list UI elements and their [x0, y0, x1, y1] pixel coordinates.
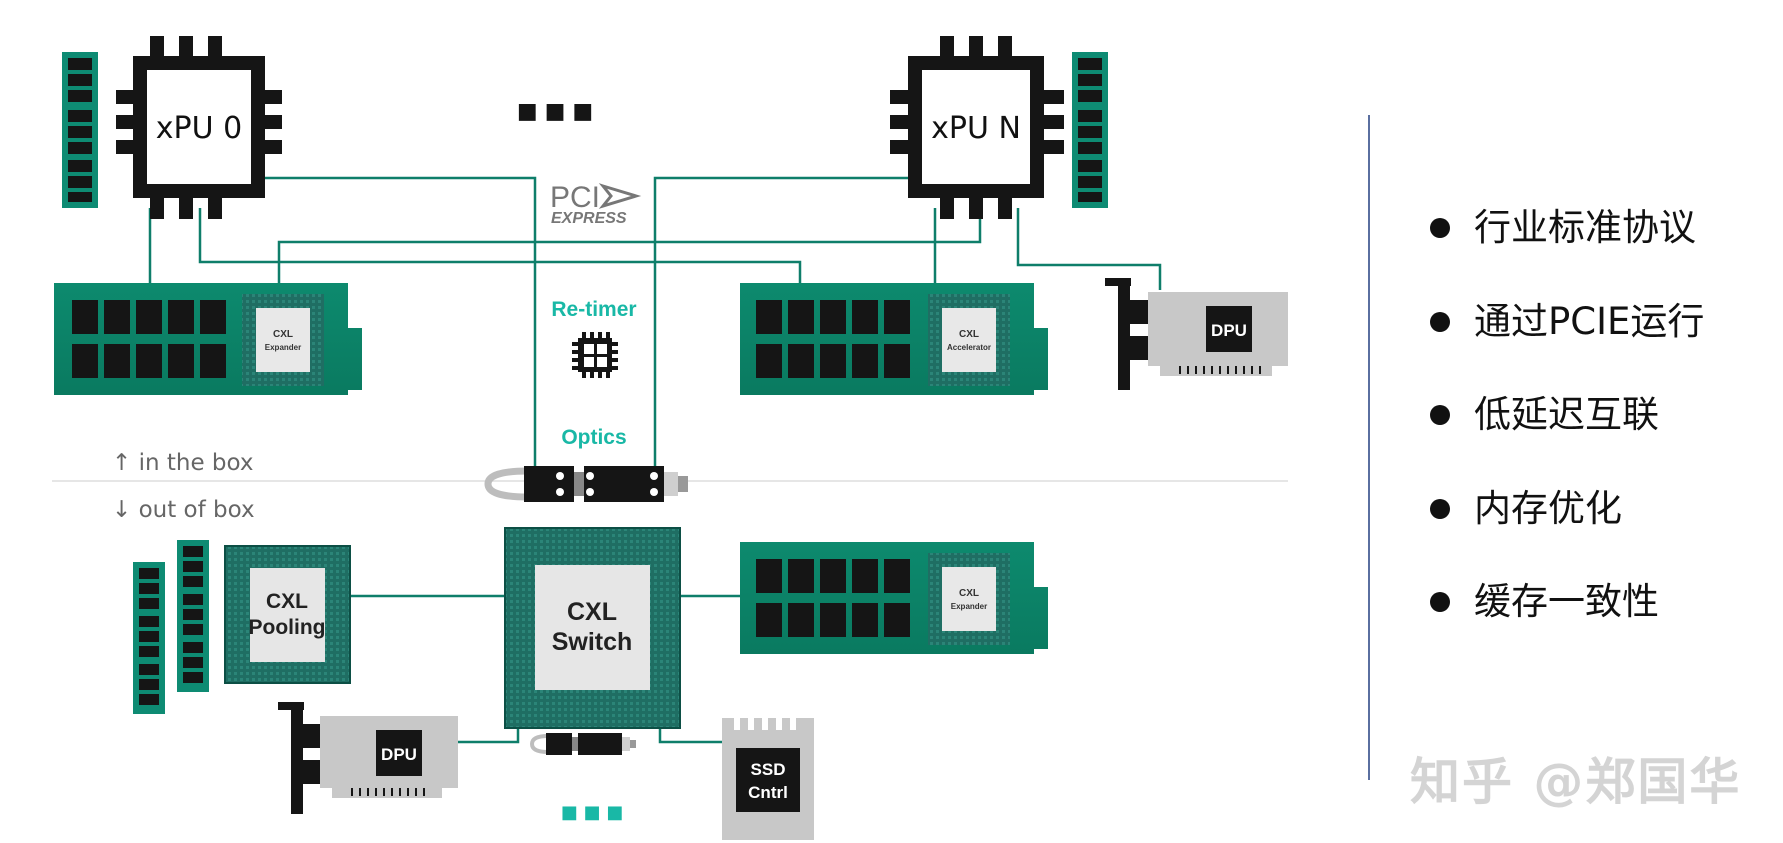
dpu-top-label: DPU: [1211, 321, 1247, 340]
xpu-n-label: xPU N: [931, 111, 1021, 146]
cxl-pooling-line2: Pooling: [249, 616, 326, 639]
feature-item: 行业标准协议: [1430, 205, 1770, 299]
bullet-icon: [1430, 218, 1450, 238]
feature-label: 内存优化: [1474, 486, 1622, 530]
cxl-expander-bottom-line1: CXL: [959, 588, 979, 599]
feature-item: 通过PCIE运行: [1430, 299, 1770, 393]
bullet-icon: [1430, 498, 1450, 519]
dimm-pool-1: [133, 562, 165, 714]
ssd-line2: Cntrl: [748, 783, 788, 802]
xpu-n-chip: xPU N: [890, 36, 1064, 219]
dimm-left-top: [62, 52, 98, 208]
optics-cable-icon-small: [529, 733, 636, 755]
bullet-icon: [1430, 405, 1450, 425]
dimm-pool-2: [177, 540, 209, 692]
dpu-bottom-label: DPU: [381, 745, 417, 764]
in-the-box-label: ↑ in the box: [112, 450, 254, 476]
cxl-switch-line1: CXL: [567, 598, 617, 626]
optics-cable-icon: [484, 466, 688, 502]
pcie-logo: PCI EXPRESS: [550, 181, 642, 227]
bullet-icon: [1430, 311, 1450, 332]
watermark: 知乎 @郑国华: [1410, 753, 1742, 811]
bottom-ellipsis: ■ ■ ■: [561, 802, 623, 823]
feature-item: 低延迟互联: [1430, 392, 1770, 486]
cxl-expander-card-bottom: CXL Expander: [740, 542, 1048, 654]
retimer-chip-icon: [572, 332, 618, 378]
xpu-0-chip: xPU 0: [116, 36, 282, 219]
vertical-divider: [1368, 115, 1370, 780]
xpu-0-label: xPU 0: [156, 111, 242, 146]
interconnect-lines: [148, 176, 1162, 744]
feature-label: 通过PCIE运行: [1474, 299, 1705, 343]
cxl-pooling-line1: CXL: [266, 590, 308, 613]
feature-item: 内存优化: [1430, 486, 1770, 580]
retimer-label: Re-timer: [551, 298, 636, 321]
cxl-accelerator-card: CXL Accelerator: [740, 283, 1048, 395]
cxl-pooling-chip: CXL Pooling: [224, 545, 351, 684]
top-ellipsis: ■ ■ ■: [517, 99, 593, 124]
cxl-accelerator-line2: Accelerator: [947, 343, 991, 352]
out-of-box-label: ↓ out of box: [112, 497, 255, 523]
pcie-express-text: EXPRESS: [551, 210, 627, 227]
feature-list: 行业标准协议 通过PCIE运行 低延迟互联 内存优化 缓存一致性: [1430, 205, 1770, 673]
dpu-card-top: DPU: [1105, 278, 1288, 390]
optics-label: Optics: [561, 426, 626, 449]
cxl-expander-top-line2: Expander: [265, 343, 301, 352]
feature-item: 缓存一致性: [1430, 579, 1770, 673]
cxl-expander-card-top: CXL Expander: [54, 283, 362, 395]
cxl-switch-chip: CXL Switch: [504, 527, 681, 729]
ssd-controller: SSD Cntrl: [722, 718, 814, 840]
dimm-right-top: [1072, 52, 1108, 208]
bullet-icon: [1430, 592, 1450, 612]
feature-label: 低延迟互联: [1474, 393, 1659, 436]
feature-label: 缓存一致性: [1474, 580, 1659, 623]
cxl-accelerator-line1: CXL: [959, 329, 979, 340]
cxl-expander-bottom-line2: Expander: [951, 602, 987, 611]
pcie-arrow-icon: [598, 183, 642, 209]
ssd-line1: SSD: [751, 760, 786, 779]
feature-label: 行业标准协议: [1474, 206, 1696, 249]
cxl-expander-top-line1: CXL: [273, 329, 293, 340]
cxl-switch-line2: Switch: [552, 628, 633, 656]
pcie-logo-text: PCI: [550, 181, 600, 214]
dpu-card-bottom: DPU: [278, 702, 458, 814]
